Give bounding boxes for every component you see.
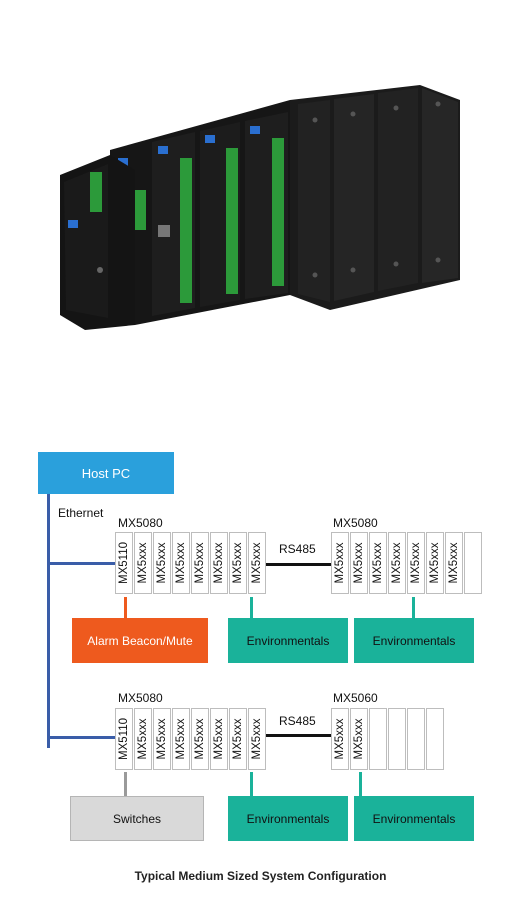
module-label: MX5xxx	[429, 542, 441, 584]
rack1-label: MX5080	[118, 516, 163, 530]
rack2-slot: MX5xxx	[369, 532, 387, 594]
alarm-beacon-label: Alarm Beacon/Mute	[87, 633, 193, 648]
ethernet-label: Ethernet	[58, 506, 104, 520]
rack2-slot: MX5xxx	[388, 532, 406, 594]
module-label: MX5xxx	[334, 718, 346, 760]
rs485-line-top	[263, 563, 331, 566]
rack4-slot	[407, 708, 425, 770]
ethernet-branch-top	[47, 562, 115, 565]
switches-connector	[124, 772, 127, 796]
module-label: MX5xxx	[175, 542, 187, 584]
host-pc-box: Host PC	[38, 452, 174, 494]
module-label: MX5xxx	[353, 542, 365, 584]
module-label: MX5xxx	[334, 542, 346, 584]
rack1-slot: MX5xxx	[210, 532, 228, 594]
environmentals-label-4: Environmentals	[372, 811, 456, 826]
environmentals-box-2: Environmentals	[354, 618, 474, 663]
rack2-slot: MX5xxx	[407, 532, 425, 594]
host-pc-label: Host PC	[81, 465, 131, 481]
rack4-slot	[388, 708, 406, 770]
rack1-slot: MX5xxx	[191, 532, 209, 594]
switches-label: Switches	[112, 811, 162, 826]
environmentals-label-2: Environmentals	[372, 633, 456, 648]
module-label: MX5xxx	[372, 542, 384, 584]
module-label: MX5xxx	[194, 542, 206, 584]
environmentals-box-1: Environmentals	[228, 618, 348, 663]
module-label: MX5xxx	[410, 542, 422, 584]
module-label: MX5xxx	[213, 718, 225, 760]
module-label: MX5xxx	[137, 718, 149, 760]
rack1-slot: MX5xxx	[248, 532, 266, 594]
module-label: MX5xxx	[156, 542, 168, 584]
rack1-slot: MX5xxx	[134, 532, 152, 594]
environmentals-box-3: Environmentals	[228, 796, 348, 841]
module-label: MX5xxx	[232, 542, 244, 584]
alarm-beacon-box: Alarm Beacon/Mute	[72, 618, 208, 663]
env4-connector	[359, 772, 362, 796]
rack4-slot: MX5xxx	[350, 708, 368, 770]
rack3-slot: MX5xxx	[134, 708, 152, 770]
module-label: MX5xxx	[137, 542, 149, 584]
env1-connector	[250, 597, 253, 618]
environmentals-label-3: Environmentals	[246, 811, 330, 826]
rack2-label: MX5080	[333, 516, 378, 530]
env3-connector	[250, 772, 253, 796]
rack2-slot: MX5xxx	[331, 532, 349, 594]
rack1-slot: MX5xxx	[172, 532, 190, 594]
module-label: MX5110	[118, 718, 130, 760]
product-photo	[60, 85, 460, 330]
module-label: MX5xxx	[175, 718, 187, 760]
rack3-slot: MX5xxx	[210, 708, 228, 770]
ethernet-branch-bottom	[47, 736, 115, 739]
rack2-slot: MX5xxx	[445, 532, 463, 594]
env2-connector	[412, 597, 415, 618]
rs485-label-top: RS485	[279, 542, 316, 556]
rack4-slot: MX5xxx	[331, 708, 349, 770]
rack1-slot: MX5xxx	[153, 532, 171, 594]
ethernet-trunk-line	[47, 494, 50, 748]
rack4-slot	[426, 708, 444, 770]
rack3-label: MX5080	[118, 691, 163, 705]
module-label: MX5xxx	[448, 542, 460, 584]
rack4-slot	[369, 708, 387, 770]
rack3-slot: MX5xxx	[191, 708, 209, 770]
environmentals-label-1: Environmentals	[246, 633, 330, 648]
module-label: MX5110	[118, 542, 130, 584]
rack3-slot: MX5xxx	[172, 708, 190, 770]
module-label: MX5xxx	[156, 718, 168, 760]
rack4-label: MX5060	[333, 691, 378, 705]
diagram-caption: Typical Medium Sized System Configuratio…	[134, 869, 387, 883]
rack1-slot: MX5xxx	[229, 532, 247, 594]
rs485-line-bottom	[263, 734, 331, 737]
rack3-slot: MX5xxx	[229, 708, 247, 770]
rack3-slot: MX5xxx	[248, 708, 266, 770]
module-label: MX5xxx	[194, 718, 206, 760]
module-label: MX5xxx	[391, 542, 403, 584]
switches-box: Switches	[70, 796, 204, 841]
alarm-connector	[124, 597, 127, 618]
module-label: MX5xxx	[232, 718, 244, 760]
rack2-slot: MX5xxx	[350, 532, 368, 594]
module-label: MX5xxx	[353, 718, 365, 760]
rs485-label-bottom: RS485	[279, 714, 316, 728]
rack2-slot: MX5xxx	[426, 532, 444, 594]
module-label: MX5xxx	[213, 542, 225, 584]
environmentals-box-4: Environmentals	[354, 796, 474, 841]
module-label: MX5xxx	[251, 542, 263, 584]
rack3-slot: MX5xxx	[153, 708, 171, 770]
rack2-slot	[464, 532, 482, 594]
module-label: MX5xxx	[251, 718, 263, 760]
rack1-slot: MX5110	[115, 532, 133, 594]
rack3-slot: MX5110	[115, 708, 133, 770]
